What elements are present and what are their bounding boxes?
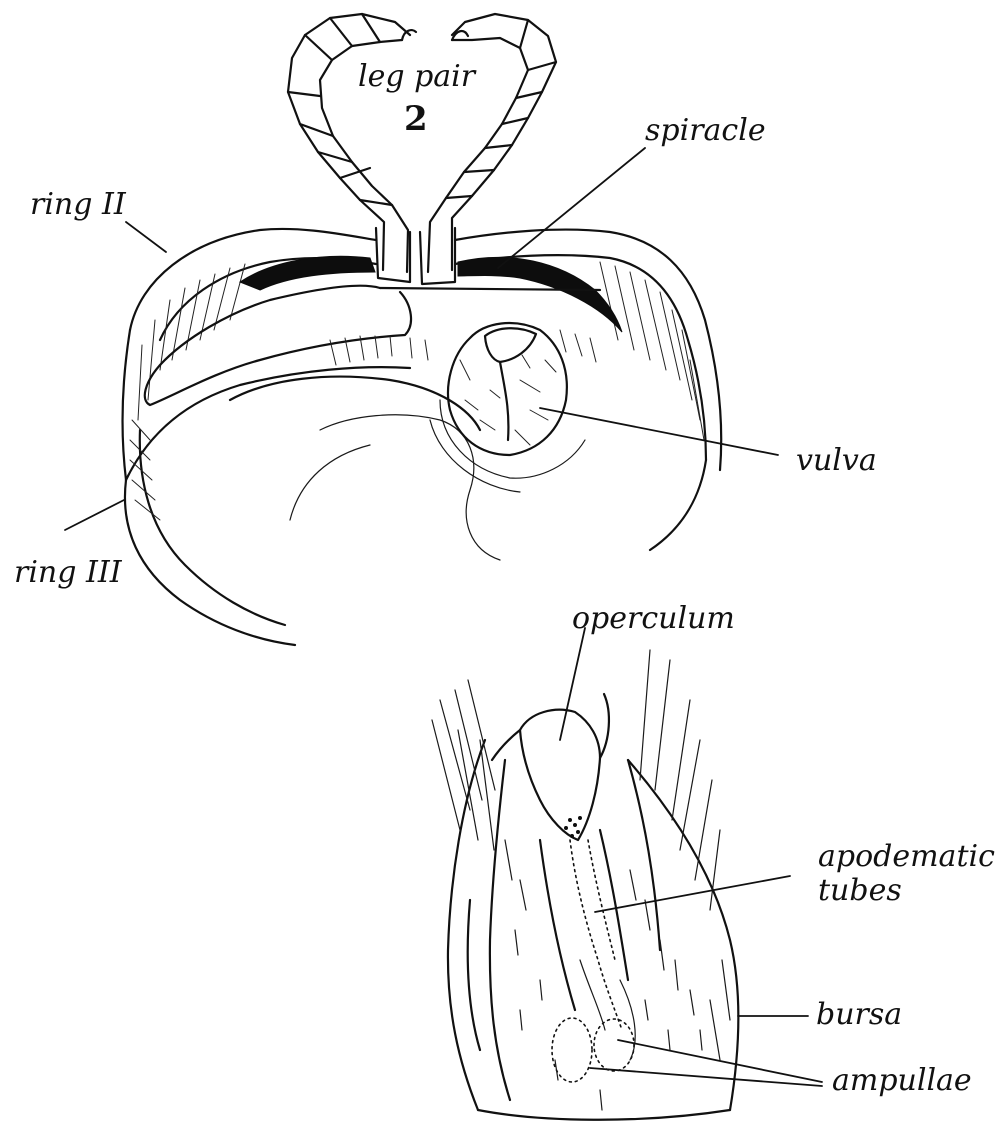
leg-pair-number-label: 2 <box>404 99 428 139</box>
spiracle-leader <box>498 148 645 268</box>
apodematic-tubes-label-line2: tubes <box>818 873 902 908</box>
genital-detail-drawing <box>432 650 738 1120</box>
operculum <box>492 694 609 840</box>
operculum-leader <box>560 628 585 740</box>
ampullae-leader-1 <box>618 1040 822 1082</box>
ring-iii-leader <box>65 500 124 530</box>
ampullae-label: ampullae <box>832 1063 972 1098</box>
operculum-label: operculum <box>572 601 735 636</box>
ring-ii-leader <box>126 222 166 252</box>
apodematic-tubes-label-line1: apodematic <box>818 839 995 874</box>
vulva <box>430 323 585 492</box>
leg-pair-label: leg pair <box>358 59 477 94</box>
vulva-label: vulva <box>796 443 877 478</box>
leg-pair-2 <box>288 14 556 284</box>
bursa-label: bursa <box>816 997 902 1032</box>
ring-iii-label: ring III <box>14 555 123 590</box>
ampullae-leader-2 <box>590 1068 822 1086</box>
spiracle-label: spiracle <box>645 113 766 148</box>
ring-ii-label: ring II <box>30 187 127 222</box>
apodematic-tubes-leader <box>595 876 790 912</box>
vulva-leader <box>540 408 778 455</box>
